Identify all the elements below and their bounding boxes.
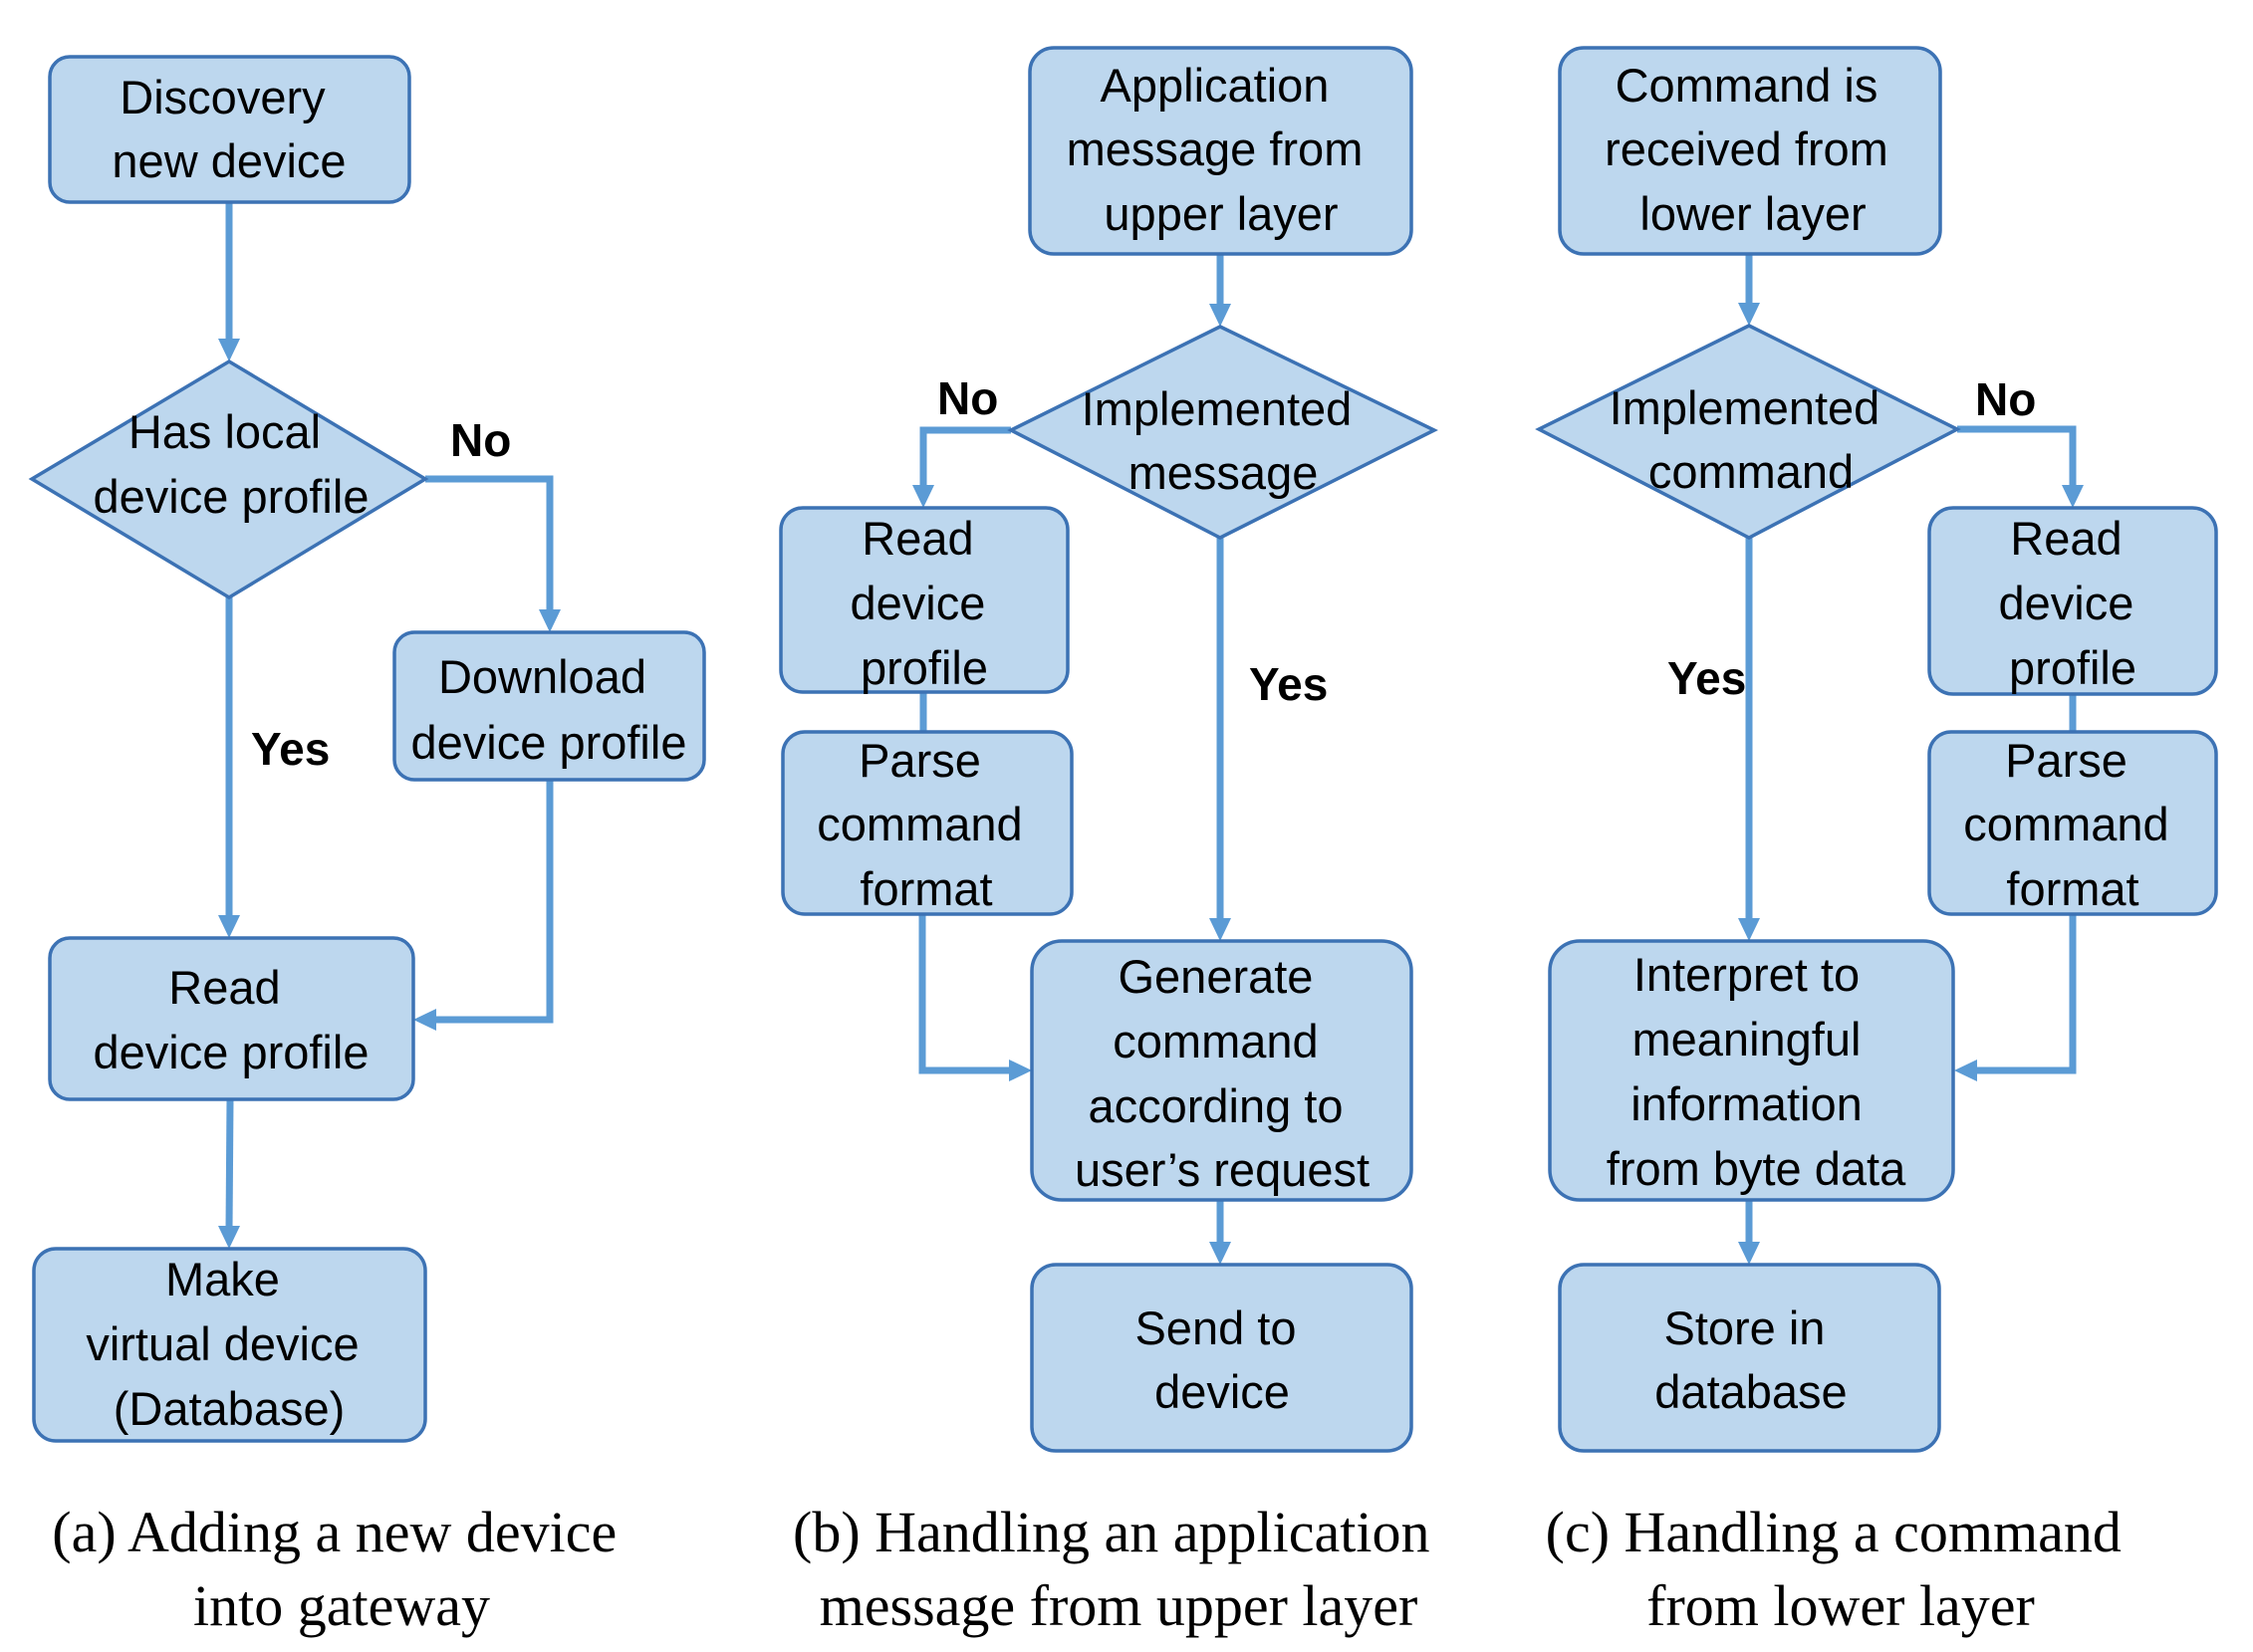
arrowhead-icon [1738,303,1760,326]
edge-label-c-yes: Yes [1667,652,1746,704]
node-c-parse: Parse command format [1927,730,2218,916]
svg-text:Implemented command: Implemented command [1610,381,1893,498]
arrowhead-icon [218,339,240,361]
arrowhead-icon [1209,304,1231,327]
node-c-read: Read device profile [1927,506,2218,696]
arrowhead-icon [1954,1060,1977,1081]
svg-text:Make virtual device: Make virtual device (Database) [86,1253,372,1435]
node-c-implemented-decision: Implemented command [1535,324,1961,540]
node-c-store: Store in database [1558,1263,1941,1453]
node-b-parse: Parse command format [781,730,1074,916]
arrowhead-icon [1738,918,1760,941]
arrowhead-icon [218,1226,240,1249]
svg-text:Read device profil: Read device profile [1999,512,2147,694]
svg-text:Application message from: Application message from upper layer [1067,59,1377,240]
node-b-read: Read device profile [779,506,1070,694]
node-c-command-received: Command is received from lower layer [1558,46,1942,256]
node-a-has-profile-decision: Has local device profile [28,358,429,600]
node-a-make: Make virtual device (Database) [32,1247,427,1443]
edge-b-parse-to-generate [918,914,1012,1074]
arrowhead-icon [413,1009,436,1031]
node-b-send: Send to device [1030,1263,1413,1453]
node-b-app-message: Application message from upper layer [1028,46,1413,256]
svg-text:Interpret to meaningful: Interpret to meaningful information from… [1607,948,1906,1195]
svg-text:Read device profile: Read device profile [94,961,370,1078]
svg-text:Discovery new device: Discovery new device [112,71,346,187]
edge-label-c-no: No [1975,373,2036,425]
node-c-interpret: Interpret to meaningful information from… [1548,939,1955,1202]
svg-text:Generate command a: Generate command according to user’s req… [1075,950,1370,1196]
edge-label-b-no: No [937,372,998,424]
caption-b: (b) Handling an application message from… [793,1500,1444,1638]
node-b-generate: Generate command according to user’s req… [1030,939,1413,1202]
edge-label-a-no: No [450,414,511,466]
node-a-discovery: Discovery new device [48,55,411,204]
svg-text:Download device profile: Download device profile [411,650,687,769]
edge-c-decision-no-to-read [1957,425,2077,488]
edge-a-decision-no-to-download [425,475,554,612]
arrowhead-icon [1209,1242,1231,1265]
node-b-implemented-decision: Implemented message [1007,325,1438,540]
svg-text:Parse command form: Parse command format [817,734,1035,915]
arrowhead-icon [2062,485,2084,508]
edge-label-b-yes: Yes [1249,658,1328,710]
arrowhead-icon [218,915,240,938]
edge-label-a-yes: Yes [251,723,330,775]
edges [218,202,2084,1265]
caption-a: (a) Adding a new device into gateway [52,1500,630,1638]
arrowhead-icon [539,609,561,632]
edge-c-parse-to-interpret [1974,914,2077,1074]
svg-text:Read device profil: Read device profile [851,512,999,694]
edge-a-download-to-read [433,780,554,1024]
svg-text:Has local device profile: Has local device profile [94,405,370,523]
svg-text:Parse command form: Parse command format [1963,734,2181,915]
arrowhead-icon [912,485,934,508]
svg-text:Send to device: Send to device [1134,1301,1309,1418]
caption-c: (c) Handling a command from lower layer [1546,1500,2136,1638]
svg-text:Store in database: Store in database [1654,1301,1847,1418]
node-a-download: Download device profile [392,630,706,782]
svg-text:Command is received from: Command is received from lower layer [1605,59,1901,240]
edge-a-read-to-make [225,1098,234,1230]
edge-b-decision-no-to-read [919,426,1011,488]
svg-text:Implemented message: Implemented message [1082,382,1366,499]
arrowhead-icon [1009,1060,1032,1081]
node-a-read: Read device profile [48,936,415,1101]
arrowhead-icon [1209,918,1231,941]
arrowhead-icon [1738,1242,1760,1265]
